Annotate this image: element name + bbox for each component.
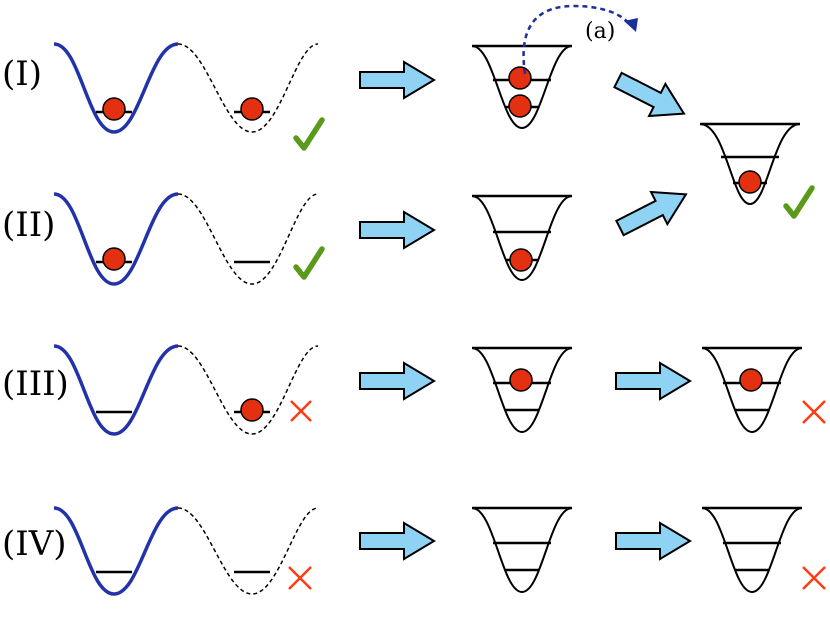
cross-icon — [288, 566, 312, 590]
arrow-right-icon — [359, 61, 435, 99]
arrow-right-icon — [610, 177, 696, 246]
annotation-label: (a) — [585, 19, 615, 44]
right-well — [177, 43, 319, 133]
particle-icon — [240, 97, 264, 121]
left-well — [53, 506, 179, 596]
particle-icon — [738, 170, 762, 194]
row-2: (II) — [2, 177, 696, 286]
row-4: (IV) — [2, 506, 826, 596]
particle-icon — [102, 97, 126, 121]
row-label-3: (III) — [2, 364, 69, 404]
merged-well — [471, 45, 573, 130]
row-label-4: (IV) — [2, 524, 67, 564]
cross-icon — [802, 400, 826, 424]
right-well — [177, 507, 319, 595]
arrow-right-icon — [615, 522, 691, 560]
arrow-right-icon — [359, 522, 435, 560]
particle-icon — [102, 247, 126, 271]
final-well — [701, 347, 803, 434]
tunnel-path — [522, 4, 632, 75]
row-1: (I) (a) — [2, 4, 694, 151]
row-label-1: (I) — [2, 54, 42, 94]
check-icon — [293, 246, 325, 280]
cross-icon — [290, 400, 312, 422]
merged-well — [471, 347, 573, 434]
arrow-right-icon — [359, 211, 435, 249]
cross-icon — [802, 566, 826, 590]
final-well — [701, 507, 803, 594]
arrow-right-icon — [359, 362, 435, 400]
particle-icon — [508, 94, 532, 118]
particle-icon — [509, 248, 533, 272]
left-well — [53, 42, 179, 134]
particle-icon — [509, 368, 533, 392]
final-well-top — [699, 122, 815, 219]
arrow-right-icon — [608, 62, 694, 131]
left-well — [53, 344, 179, 436]
check-icon — [783, 185, 815, 219]
particle-icon — [508, 66, 532, 90]
particle-icon — [739, 368, 763, 392]
right-well — [177, 345, 319, 435]
final-well — [699, 123, 801, 206]
merged-well — [471, 195, 573, 282]
right-well — [177, 193, 319, 285]
merged-well — [471, 507, 573, 594]
left-well — [53, 192, 179, 286]
row-label-2: (II) — [2, 205, 55, 245]
tunnel-arrowhead-icon — [624, 18, 638, 32]
arrow-right-icon — [615, 362, 691, 400]
particle-icon — [240, 398, 264, 422]
check-icon — [293, 117, 325, 151]
row-3: (III) — [2, 344, 826, 436]
